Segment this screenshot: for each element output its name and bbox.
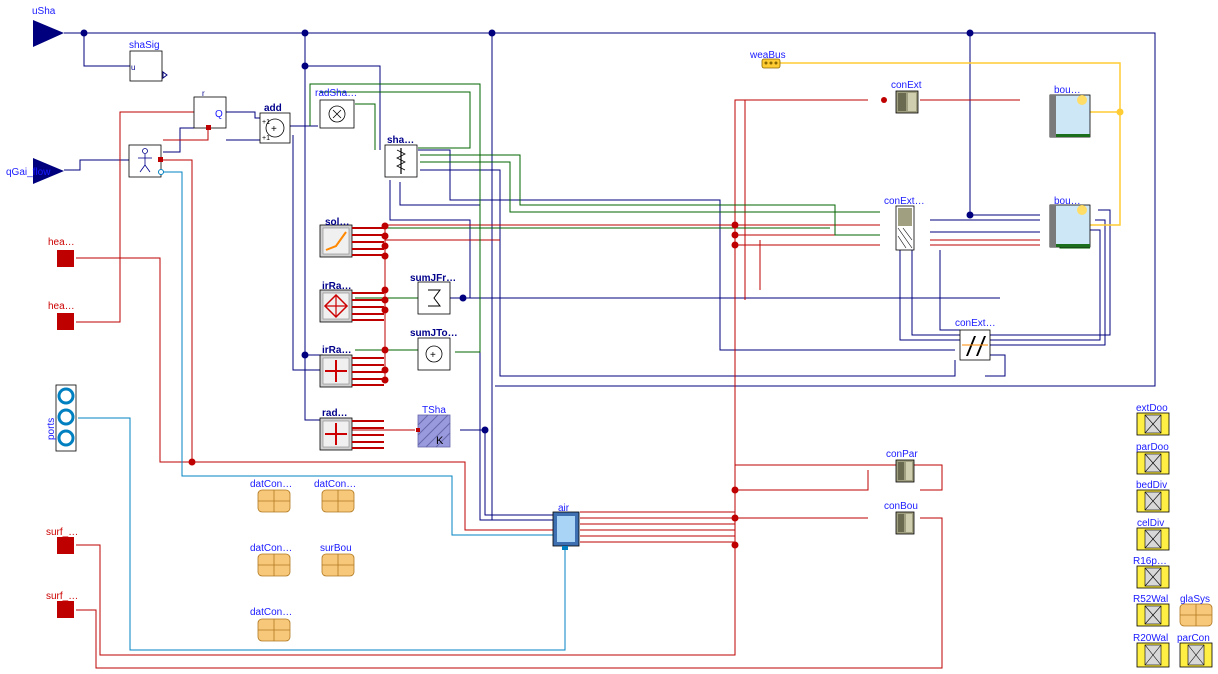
tsha-unit: K <box>436 435 444 447</box>
datcon-4-label: datCon… <box>250 607 292 618</box>
conpar-label: conPar <box>886 449 918 460</box>
glasys-record[interactable]: glaSys <box>1179 594 1213 627</box>
irra-block-1[interactable]: irRa… <box>319 281 384 323</box>
irra-2-label: irRa… <box>322 345 351 356</box>
qgai-flow-label: qGai_flow <box>6 167 51 178</box>
shasig-u-label: u <box>131 63 135 72</box>
surbou-label: surBou <box>320 543 352 554</box>
surf-port-1-label: surf_… <box>46 527 78 538</box>
celdiv-record[interactable]: celDiv <box>1136 518 1170 551</box>
datcon-1-label: datCon… <box>250 479 292 490</box>
shasig-block[interactable]: shaSig u <box>129 40 168 82</box>
r20wal-label: R20Wal <box>1133 633 1168 644</box>
parcon-record[interactable]: parCon <box>1177 633 1213 668</box>
surf-port-1[interactable]: surf_… <box>46 527 78 554</box>
glasys-label: glaSys <box>1180 594 1210 605</box>
rad-block[interactable]: rad… <box>319 408 384 451</box>
sha-label: sha… <box>387 135 414 146</box>
datcon-record-2[interactable]: datCon… <box>314 479 356 513</box>
air-label: air <box>558 503 570 514</box>
surf-port-2-label: surf_… <box>46 591 78 602</box>
bou-block-2[interactable]: bou… <box>1049 196 1091 248</box>
weabus-label: weaBus <box>749 50 786 61</box>
datcon-record-1[interactable]: datCon… <box>250 479 292 513</box>
r-q-label: Q <box>215 109 223 120</box>
datcon-2-label: datCon… <box>314 479 356 490</box>
internal-gains-block[interactable] <box>128 144 164 178</box>
beddiv-label: bedDiv <box>1136 480 1167 491</box>
fluid-ports-label: ports <box>46 418 57 440</box>
sumjto-label: sumJTo… <box>410 328 458 339</box>
usha-input[interactable]: uSha <box>32 6 64 47</box>
sumjfr-block[interactable]: sumJFr… <box>410 273 456 315</box>
signal-connections <box>64 32 1156 521</box>
weather-bus[interactable]: weaBus <box>749 50 786 69</box>
datcon-record-4[interactable]: datCon… <box>250 607 292 642</box>
qgai-flow-input[interactable]: qGai_flow <box>6 158 64 184</box>
tsha-label: TSha <box>422 405 446 416</box>
irra-block-2[interactable]: irRa… <box>319 345 384 388</box>
celdiv-label: celDiv <box>1137 518 1164 529</box>
conextwin-label: conExt… <box>884 196 925 207</box>
pardoo-label: parDoo <box>1136 442 1169 453</box>
radsha-label: radSha… <box>315 88 357 99</box>
add-label: add <box>264 103 282 114</box>
conpar-block[interactable]: conPar <box>886 449 918 483</box>
usha-label: uSha <box>32 6 56 17</box>
r-label: r <box>202 89 205 98</box>
bou-block-1[interactable]: bou… <box>1049 85 1091 138</box>
r52wal-record[interactable]: R52Wal <box>1133 594 1170 627</box>
svg-text:+: + <box>271 124 277 135</box>
rad-label: rad… <box>322 408 348 419</box>
tsha-block[interactable]: TSha K <box>416 405 451 448</box>
sol-block[interactable]: sol… <box>319 217 384 258</box>
extdoo-label: extDoo <box>1136 403 1168 414</box>
conbou-block[interactable]: conBou <box>884 501 918 535</box>
svg-text:+: + <box>430 350 436 361</box>
sol-label: sol… <box>325 217 349 228</box>
beddiv-record[interactable]: bedDiv <box>1136 480 1170 513</box>
fluid-ports[interactable]: ports <box>46 384 77 452</box>
bou-1-label: bou… <box>1054 85 1081 96</box>
r16p-label: R16p… <box>1133 556 1167 567</box>
heat-port-1-label: hea… <box>48 237 75 248</box>
r16p-record[interactable]: R16p… <box>1133 556 1170 589</box>
surbou-record[interactable]: surBou <box>320 543 355 577</box>
surf-port-2[interactable]: surf_… <box>46 591 78 618</box>
air-volume-block[interactable]: air <box>552 503 580 550</box>
r-block[interactable]: r Q <box>193 89 227 130</box>
bou-2-label: bou… <box>1054 196 1081 207</box>
heat-port-2-label: hea… <box>48 301 75 312</box>
sumjfr-label: sumJFr… <box>410 273 456 284</box>
radsha-block[interactable]: radSha… <box>315 88 357 129</box>
fluid-connections <box>78 171 566 651</box>
r20wal-record[interactable]: R20Wal <box>1133 633 1170 668</box>
heat-port-1[interactable]: hea… <box>48 237 75 267</box>
add-block[interactable]: + add +1 +1 <box>259 103 291 144</box>
irra-1-label: irRa… <box>322 281 351 292</box>
conextwinrad-label: conExt… <box>955 318 996 329</box>
heat-port-2[interactable]: hea… <box>48 301 75 330</box>
conext-block[interactable]: conExt <box>891 80 922 114</box>
pardoo-record[interactable]: parDoo <box>1136 442 1170 475</box>
extdoo-record[interactable]: extDoo <box>1136 403 1170 436</box>
datcon-record-3[interactable]: datCon… <box>250 543 292 577</box>
svg-text:+1: +1 <box>262 135 270 142</box>
parcon-label: parCon <box>1177 633 1210 644</box>
shasig-label: shaSig <box>129 40 160 51</box>
conext-label: conExt <box>891 80 922 91</box>
conextwin-block[interactable]: conExt… <box>884 196 925 251</box>
sha-block[interactable]: sha… <box>384 135 418 178</box>
conbou-label: conBou <box>884 501 918 512</box>
sumjto-block[interactable]: + sumJTo… <box>410 328 458 371</box>
conextwinrad-block[interactable]: conExt… <box>955 318 996 361</box>
heat-connections <box>76 99 1040 669</box>
weather-connections <box>780 62 1121 226</box>
junction-dots <box>80 29 1124 549</box>
svg-text:+1: +1 <box>262 119 270 126</box>
datcon-3-label: datCon… <box>250 543 292 554</box>
r52wal-label: R52Wal <box>1133 594 1168 605</box>
